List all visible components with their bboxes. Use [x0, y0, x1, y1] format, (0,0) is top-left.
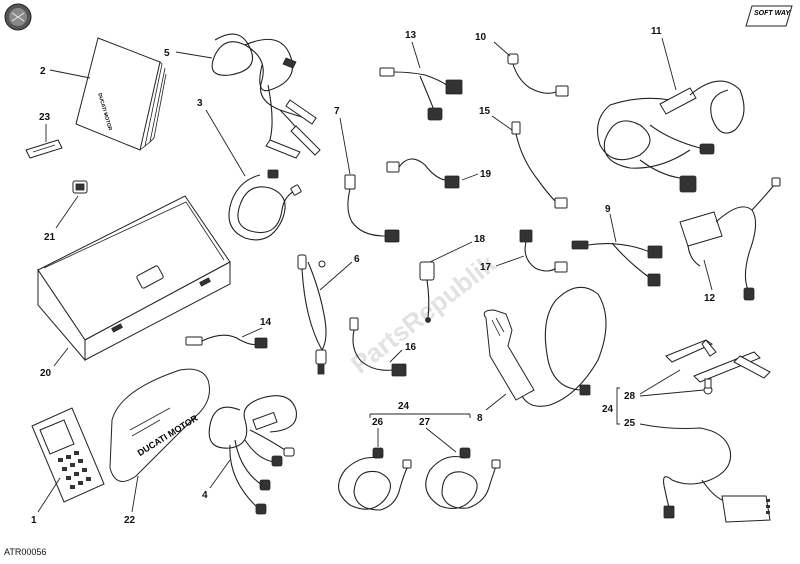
- callout-10: 10: [475, 32, 487, 43]
- callout-4: 4: [202, 490, 208, 501]
- softway-logo: SOFT WAY: [745, 5, 793, 27]
- part-13-y-cable: [379, 67, 463, 121]
- callout-7: 7: [334, 106, 340, 117]
- part-7-sensor-cable: [344, 174, 400, 243]
- callout-11: 11: [651, 26, 662, 37]
- part-12-interface-box: [679, 177, 781, 301]
- part-17-connector-cable: [519, 229, 568, 273]
- part-14-adapter-cable: [185, 334, 268, 349]
- part-5-battery-clamp-cable: [211, 33, 321, 159]
- part-23-sticker: [25, 139, 63, 159]
- part-11-coiled-diagnostic-cable: [597, 80, 745, 193]
- callout-18: 18: [474, 234, 486, 245]
- part-6-twin-wire-lead: [297, 254, 327, 375]
- callout-6: 6: [354, 254, 360, 265]
- part-20-carrying-case: [37, 195, 231, 362]
- callout-12: 12: [704, 293, 716, 304]
- callout-17: 17: [480, 262, 492, 273]
- callout-8: 8: [477, 413, 483, 424]
- callout-24-center: 24: [398, 401, 410, 412]
- callout-20: 20: [40, 368, 52, 379]
- callout-24-right: 24: [602, 404, 614, 415]
- part-16-connector-cable: [349, 317, 407, 377]
- callout-1: 1: [31, 515, 37, 526]
- callout-5: 5: [164, 48, 170, 59]
- part-8-current-clamp: [483, 286, 607, 407]
- callout-19: 19: [480, 169, 492, 180]
- part-21-small-plug: [72, 180, 88, 194]
- callout-14: 14: [260, 317, 272, 328]
- callout-21: 21: [44, 232, 56, 243]
- callout-23: 23: [39, 112, 51, 123]
- callout-3: 3: [197, 98, 203, 109]
- callout-9: 9: [605, 204, 611, 215]
- part-18-test-probe: [419, 261, 435, 323]
- part-19-connector-cable: [386, 158, 460, 189]
- callout-22: 22: [124, 515, 136, 526]
- part-2-manual: DUCATI MOTOR: [75, 37, 167, 151]
- part-9-y-cable: [571, 240, 663, 287]
- part-4-multi-lead-harness: [208, 395, 298, 515]
- part-1-handheld-tester: [31, 407, 105, 503]
- corner-emblem-icon: [4, 3, 32, 31]
- callout-2: 2: [40, 66, 46, 77]
- part-27-coiled-lead: [425, 447, 501, 509]
- callout-15: 15: [479, 106, 491, 117]
- part-10-small-cable: [507, 53, 569, 97]
- callout-25: 25: [624, 418, 636, 429]
- callout-27: 27: [419, 417, 431, 428]
- part-28-brackets: [665, 339, 771, 395]
- callout-26: 26: [372, 417, 384, 428]
- callout-28: 28: [624, 391, 636, 402]
- callout-13: 13: [405, 30, 417, 41]
- part-22-software-pouch: DUCATI MOTOR: [109, 368, 210, 482]
- drawing-code: ATR00056: [4, 547, 47, 557]
- part-26-coiled-lead: [338, 447, 412, 511]
- callout-16: 16: [405, 342, 417, 353]
- part-25-power-adapter-cable: [639, 423, 771, 523]
- part-3-coiled-cable: [228, 169, 302, 241]
- part-15-long-cable: [511, 121, 568, 209]
- softway-logo-text: SOFT WAY: [754, 10, 791, 17]
